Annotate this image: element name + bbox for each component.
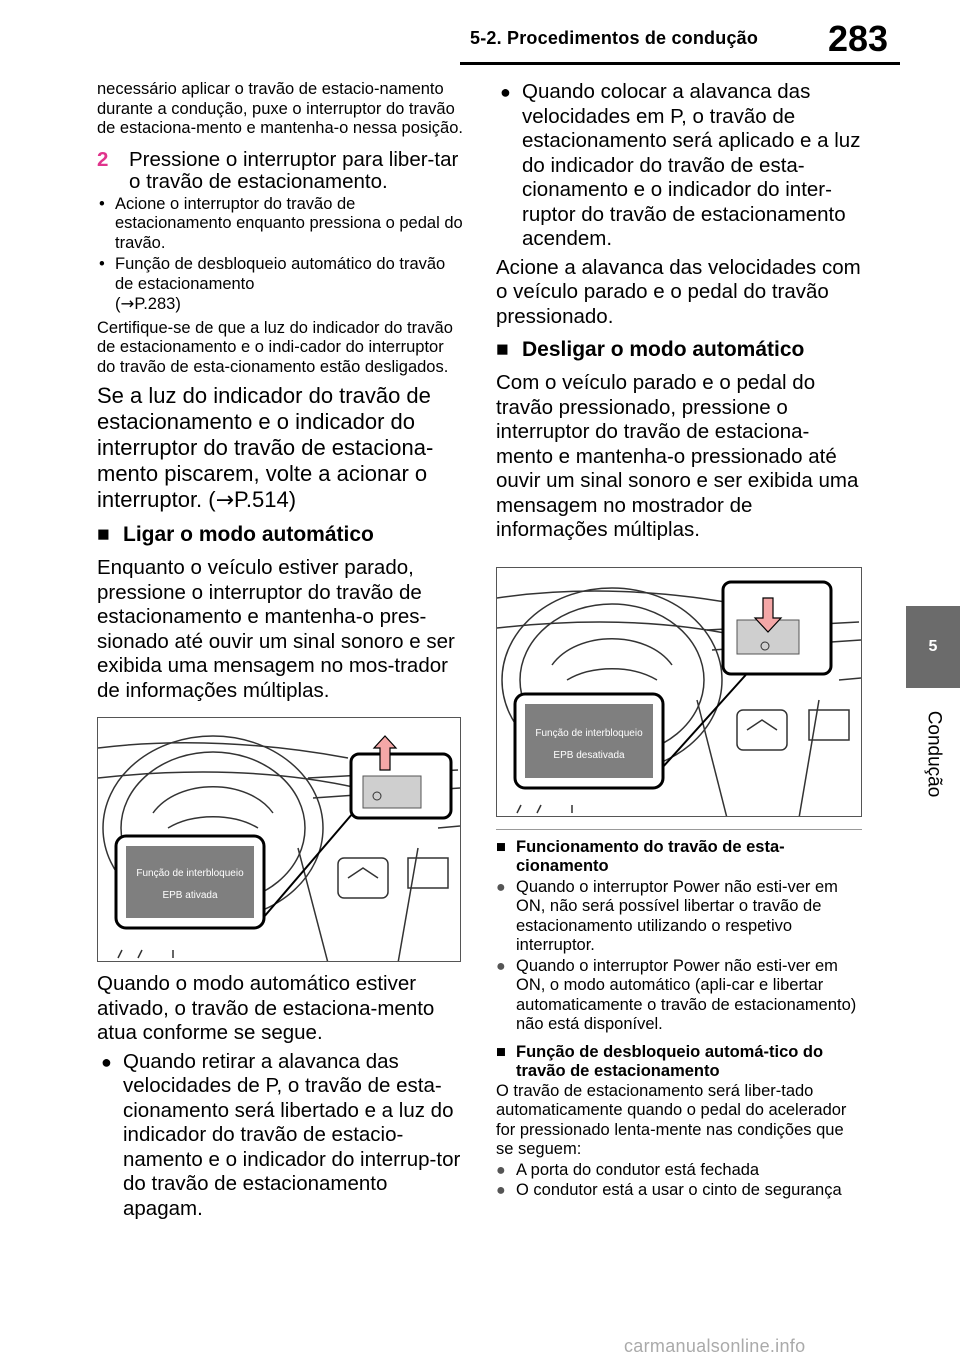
dashboard-illustration: Função de interbloqueio EPB ativada (98, 735, 460, 961)
arrow-icon: → (120, 294, 135, 313)
note-heading: ■ Funcionamento do travão de esta-cionam… (496, 838, 864, 877)
right-column: ● Quando colocar a alavanca das velocida… (496, 80, 864, 1201)
note-item: ● Quando o interruptor Power não esti-ve… (496, 878, 864, 956)
bullet-dot-icon: ● (496, 957, 506, 975)
list-item: ● Quando retirar a alavanca das velocida… (97, 1050, 463, 1222)
bullet-dot-icon: ● (101, 1051, 112, 1072)
blink-text: Se a luz do indicador do travão de estac… (97, 383, 434, 512)
watermark: carmanualsonline.info (624, 1336, 806, 1356)
dashboard-illustration: Função de interbloqueio EPB desativada (497, 580, 861, 816)
header-rule (460, 62, 900, 65)
after-figure-paragraph: Quando o modo automático estiver ativado… (97, 972, 435, 1044)
square-icon: ■ (496, 338, 509, 361)
step-text: Pressione o interruptor para liber-tar o… (129, 147, 459, 193)
intro-paragraph: necessário aplicar o travão de estacio-n… (97, 80, 463, 137)
list-item-text: Quando retirar a alavanca das velocidade… (123, 1049, 461, 1220)
bullet-mark: • (99, 255, 105, 273)
note-item: ● Quando o interruptor Power não esti-ve… (496, 957, 864, 1035)
note-item-text: Quando o interruptor Power não esti-ver … (516, 877, 838, 955)
chapter-label-text: Condução (923, 710, 944, 798)
section-heading-text: Ligar o modo automático (123, 523, 374, 546)
notes-divider (496, 828, 862, 830)
figure-epb-activated: Função de interbloqueio EPB ativada (97, 717, 461, 962)
page-reference-link[interactable]: P.514) (234, 487, 297, 512)
bullet-item: • Função de desbloqueio automático do tr… (97, 255, 463, 315)
note-item: ● A porta do condutor está fechada (496, 1161, 864, 1181)
bullet-item: • Acione o interruptor do travão de esta… (97, 195, 463, 254)
shift-paragraph: Acione a alavanca das velocidades com o … (496, 255, 861, 328)
note-item-text: Quando o interruptor Power não esti-ver … (516, 956, 857, 1034)
bullet-text: Acione o interruptor do travão de estaci… (115, 194, 463, 252)
display-message-line2: EPB ativada (162, 890, 217, 901)
section-title: 5-2. Procedimentos de condução (470, 28, 759, 48)
chapter-label: Condução (906, 694, 960, 814)
note-heading: ■ Função de desbloqueio automá-tico do t… (496, 1043, 864, 1082)
note-item: ● O condutor está a usar o cinto de segu… (496, 1181, 864, 1201)
bullet-text: Função de desbloqueio automático do trav… (115, 255, 463, 315)
bullet-dot-icon: ● (500, 82, 511, 102)
bullet-text-main: Função de desbloqueio automático do trav… (115, 255, 446, 293)
bullet-dot-icon: ● (496, 1182, 506, 1199)
square-icon: ■ (97, 523, 110, 546)
paren: ( (115, 295, 121, 313)
note-heading-text: Função de desbloqueio automá-tico do tra… (516, 1042, 824, 1081)
display-message-line1: Função de interbloqueio (136, 868, 244, 879)
chapter-number: 5 (928, 638, 938, 655)
bullet-mark: • (99, 194, 105, 213)
section-heading-text: Desligar o modo automático (522, 338, 805, 361)
list-item-text: Quando colocar a alavanca das velocidade… (522, 80, 861, 250)
left-column: necessário aplicar o travão de estacio-n… (97, 80, 463, 1221)
square-icon: ■ (496, 837, 506, 856)
square-icon: ■ (496, 1042, 506, 1061)
step-2: 2 Pressione o interruptor para liber-tar… (97, 147, 463, 193)
page-number: 283 (828, 18, 889, 59)
display-message-line2: EPB desativada (553, 750, 625, 761)
figure-epb-deactivated: Função de interbloqueio EPB desativada (496, 566, 862, 817)
section-heading-off: ■ Desligar o modo automático (496, 337, 864, 363)
bullet-dot-icon: ● (496, 878, 506, 896)
off-paragraph: Com o veículo parado e o pedal do travão… (496, 371, 859, 541)
note-heading-text: Funcionamento do travão de esta-cionamen… (516, 837, 785, 876)
on-paragraph: Enquanto o veículo estiver parado, press… (97, 556, 455, 702)
note-item-text: O condutor está a usar o cinto de segura… (516, 1181, 842, 1199)
page-reference-link[interactable]: P.283) (134, 295, 181, 313)
list-item: ● Quando colocar a alavanca das velocida… (496, 80, 864, 252)
confirm-paragraph: Certifique-se de que a luz do indicador … (97, 318, 453, 376)
bullet-dot-icon: ● (496, 1161, 506, 1179)
blink-paragraph: Se a luz do indicador do travão de estac… (97, 383, 463, 514)
display-message-line1: Função de interbloqueio (535, 728, 643, 739)
note-paragraph: O travão de estacionamento será liber-ta… (496, 1081, 847, 1159)
arrow-icon: → (215, 488, 235, 513)
note-item-text: A porta do condutor está fechada (516, 1160, 760, 1179)
chapter-tab: 5 (906, 606, 960, 688)
section-heading-on: ■ Ligar o modo automático (97, 522, 463, 548)
step-number: 2 (97, 147, 109, 171)
